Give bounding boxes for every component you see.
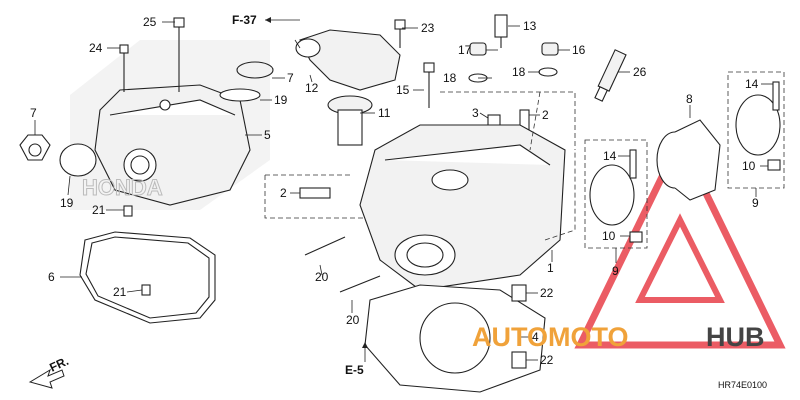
spark-plug-body (597, 49, 627, 92)
o-ring-upper (219, 88, 261, 102)
cover-brand-text: HONDA (82, 175, 163, 200)
thermostat-body (337, 109, 363, 146)
front-arrow-icon (28, 368, 65, 389)
callout-10-left: 10 (602, 229, 616, 243)
thermostat-cover (299, 29, 401, 91)
callout-9-left: 9 (612, 264, 619, 278)
callout-12: 12 (305, 81, 319, 95)
bolt-15-head (423, 62, 435, 73)
camshaft-bore (431, 169, 469, 191)
cylinder-head (359, 124, 566, 308)
callout-20-lower: 20 (346, 313, 360, 327)
band-clamp-right (735, 94, 781, 156)
callout-18-right: 18 (512, 65, 526, 79)
cover-port-inner (130, 155, 150, 175)
callout-24: 24 (89, 41, 103, 55)
o-ring-left (59, 143, 97, 177)
callout-labels: 25 24 7 19 5 7 19 21 6 21 F-37 12 11 23 … (30, 13, 759, 377)
dowel-22-upper (511, 284, 527, 302)
callout-14-right: 14 (745, 77, 759, 91)
band-clamp-left (589, 164, 635, 226)
callout-25: 25 (143, 15, 157, 29)
bolt-25-head (173, 17, 185, 28)
callout-15: 15 (396, 83, 410, 97)
dowel-21-upper (123, 205, 133, 217)
stud-20-lower (339, 275, 381, 293)
callout-19-upper: 19 (274, 93, 288, 107)
diagram-code: HR74E0100 (718, 380, 767, 390)
callout-4: 4 (532, 330, 539, 344)
band-nut-right (767, 159, 781, 171)
watermark-triangle-inner (635, 213, 725, 303)
callout-14-left: 14 (603, 149, 617, 163)
band-screw-left (629, 149, 637, 179)
e5-arrow-head (362, 342, 368, 348)
callout-7-upper: 7 (287, 71, 294, 85)
exhaust-port-inner (406, 242, 444, 268)
dowel-21-lower (141, 284, 151, 296)
callout-1: 1 (547, 261, 554, 275)
head-ridge (384, 144, 551, 166)
ref-f37: F-37 (232, 13, 257, 27)
cover-bolt-hole (159, 99, 171, 111)
spark-plug (594, 49, 627, 102)
dowel-22-lower (511, 351, 527, 369)
callout-19-left: 19 (60, 196, 74, 210)
reference-line-1 (544, 150, 576, 241)
callout-22-upper: 22 (540, 286, 554, 300)
f37-arrow-head (265, 17, 271, 23)
callout-11: 11 (378, 106, 391, 120)
watermark-word-hub: HUB (706, 322, 765, 352)
callout-18-left: 18 (443, 71, 457, 85)
reference-box-left (264, 174, 365, 219)
callout-23: 23 (421, 21, 435, 35)
cover-ridge (109, 99, 236, 116)
watermark-word-automoto: AUTOMOTO (472, 322, 629, 352)
insulator-body (674, 119, 721, 201)
callout-21-upper: 21 (92, 203, 106, 217)
cylinder-head-body (359, 124, 566, 291)
callout-9-right: 9 (752, 196, 759, 210)
callout-16: 16 (572, 43, 586, 57)
oil-filler-cap-center (28, 143, 42, 157)
callout-7-left: 7 (30, 106, 37, 120)
reference-box-top (440, 91, 576, 151)
callout-20-upper: 20 (315, 270, 329, 284)
temp-sensor (494, 14, 508, 38)
leader-lines (34, 21, 773, 361)
callout-10-right: 10 (742, 159, 756, 173)
cap-17 (469, 42, 487, 56)
bolt-24-head (119, 44, 129, 54)
callout-5: 5 (264, 128, 271, 142)
callout-3: 3 (472, 106, 479, 120)
ref-front: FR. (47, 354, 70, 375)
callout-8: 8 (686, 92, 693, 106)
callout-2-left: 2 (280, 186, 287, 200)
cover-gasket-inner (85, 236, 210, 319)
callout-26: 26 (633, 65, 647, 79)
intake-insulator (656, 119, 721, 201)
spark-plug-thread (594, 86, 609, 102)
band-screw-right (772, 81, 780, 111)
head-cover-assembly: HONDA (70, 40, 270, 210)
callout-17: 17 (458, 43, 472, 57)
thermostat-cover-neck (295, 38, 321, 58)
head-gasket-bore (419, 302, 491, 374)
washer-18-right (538, 67, 558, 77)
pin-2-left (299, 187, 331, 199)
upper-cap (236, 61, 274, 79)
callout-21-lower: 21 (113, 285, 127, 299)
callout-2-right: 2 (542, 108, 549, 122)
cap-16 (541, 42, 559, 56)
callout-6: 6 (48, 270, 55, 284)
band-nut-left (629, 231, 643, 243)
callout-22-lower: 22 (540, 353, 554, 367)
callout-13: 13 (523, 19, 537, 33)
ref-e5: E-5 (345, 363, 364, 377)
stud-20-upper (304, 236, 346, 256)
